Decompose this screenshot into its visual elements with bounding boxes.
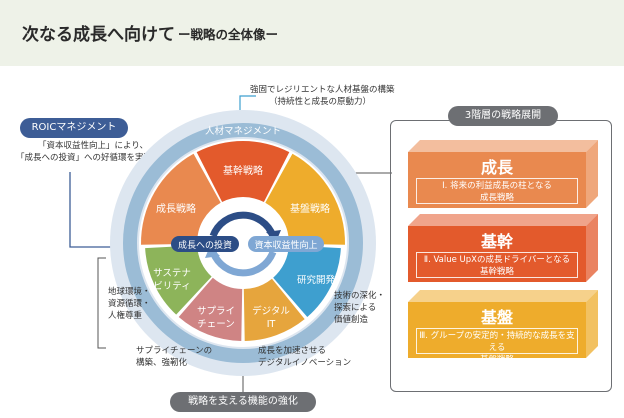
roic-note-line1: 「資本収益性向上」により、 bbox=[38, 141, 148, 151]
cycle-arrow-bottom bbox=[209, 250, 277, 277]
tier-description-line2: 成長戦略 bbox=[479, 193, 514, 203]
supply-note-2: 構築、強靭化 bbox=[136, 358, 188, 368]
func-label-supply-2: チェーン bbox=[197, 319, 235, 330]
page-title: 次なる成長へ向けて bbox=[22, 25, 175, 45]
segment-label-base: 基盤戦略 bbox=[290, 202, 330, 215]
tier-description-line2: 基幹戦略 bbox=[479, 267, 514, 277]
digital-note-2: デジタルイノベーション bbox=[258, 358, 352, 368]
tier-description: Ⅱ. Value UpXの成長ドライバーとなる基幹戦略 bbox=[416, 252, 578, 278]
segment-digital bbox=[243, 278, 305, 341]
func-label-digital-1: デジタル bbox=[252, 305, 290, 317]
hr-bracket bbox=[239, 95, 256, 104]
digital-note: 成長を加速させる デジタルイノベーション bbox=[258, 345, 351, 369]
three-tier-pill: 3階層の戦略展開 bbox=[448, 106, 558, 126]
segment-supply bbox=[178, 277, 243, 341]
func-label-digital-2: IT bbox=[267, 319, 276, 330]
ring-label-hr: 人材マネジメント bbox=[205, 125, 281, 137]
rnd-note-2: 探索による bbox=[334, 303, 377, 313]
supply-note-1: サプライチェーンの bbox=[136, 346, 213, 356]
func-label-sustainability-2: ビリティ bbox=[153, 281, 190, 292]
sustainability-note: 地球環境・ 資源循環・ 人権尊重 bbox=[108, 286, 151, 322]
left-functions-bracket bbox=[97, 257, 106, 349]
func-label-supply-1: サプライ bbox=[197, 306, 235, 317]
segment-core bbox=[196, 140, 290, 203]
tier-description: Ⅲ. グループの安定的・持続的な成長を支える基盤戦略 bbox=[416, 328, 578, 365]
digital-note-1: 成長を加速させる bbox=[258, 346, 327, 356]
sustainability-note-3: 人権尊重 bbox=[108, 311, 143, 321]
cycle-pill-right bbox=[248, 236, 324, 252]
segment-label-core: 基幹戦略 bbox=[223, 164, 263, 177]
tier-description-line1: Ⅰ. 将来の利益成長の柱となる bbox=[442, 181, 552, 191]
segment-base bbox=[265, 153, 345, 245]
func-label-rnd: 研究開発 bbox=[297, 274, 336, 286]
supply-note: サプライチェーンの 構築、強靭化 bbox=[136, 345, 212, 369]
rnd-note-1: 技術の深化・ bbox=[334, 291, 386, 301]
roic-note-line2: 「成長への投資」への好循環を実現 bbox=[16, 153, 153, 163]
functions-pill: 戦略を支える機能の強化 bbox=[170, 392, 316, 412]
sustainability-note-1: 地球環境・ bbox=[108, 287, 151, 297]
tier-description: Ⅰ. 将来の利益成長の柱となる成長戦略 bbox=[416, 178, 578, 204]
page-subtitle: ー戦略の全体像ー bbox=[178, 27, 279, 42]
hr-foundation-note: 強固でレジリエントな人材基盤の構築 （持続性と成長の原動力） bbox=[250, 84, 395, 108]
hr-foundation-line2: （持続性と成長の原動力） bbox=[268, 97, 371, 107]
tier-title: 成長 bbox=[480, 158, 513, 177]
strategy-segments bbox=[141, 140, 345, 245]
tier-shape bbox=[408, 140, 598, 208]
hr-ring-band bbox=[123, 123, 363, 363]
segment-rnd bbox=[273, 245, 341, 317]
tier-title: 基盤 bbox=[480, 308, 513, 327]
segment-label-growth: 成長戦略 bbox=[156, 202, 196, 215]
function-segments bbox=[145, 245, 341, 341]
func-label-sustainability-1: サステナ bbox=[153, 268, 191, 279]
rnd-note-3: 価値創造 bbox=[334, 315, 369, 325]
segment-sustainability bbox=[145, 245, 212, 315]
header-band: 次なる成長へ向けて ー戦略の全体像ー bbox=[0, 0, 624, 66]
tier-description-line2: 基盤戦略 bbox=[479, 355, 514, 365]
tier-description-line1: Ⅱ. Value UpXの成長ドライバーとなる bbox=[423, 255, 571, 265]
sustainability-note-2: 資源循環・ bbox=[108, 299, 151, 309]
cycle-label-right: 資本収益性向上 bbox=[254, 239, 317, 251]
rnd-note: 技術の深化・ 探索による 価値創造 bbox=[334, 290, 385, 326]
tier-title: 基幹 bbox=[480, 232, 513, 251]
tier-description-line1: Ⅲ. グループの安定的・持続的な成長を支える bbox=[419, 331, 575, 353]
hr-foundation-line1: 強固でレジリエントな人材基盤の構築 bbox=[250, 85, 395, 95]
cycle-label-left: 成長への投資 bbox=[178, 239, 232, 251]
tier-shape bbox=[408, 290, 598, 358]
segment-growth bbox=[141, 153, 221, 245]
roic-management-pill: ROICマネジメント bbox=[20, 118, 128, 138]
tier-shape bbox=[408, 214, 598, 282]
cycle-pill-left bbox=[171, 236, 239, 252]
cycle-arrow-top bbox=[209, 211, 277, 238]
